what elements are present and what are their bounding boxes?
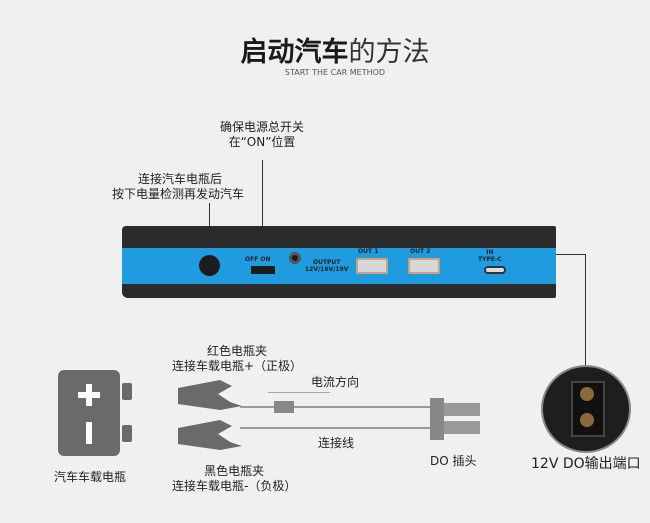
red-clamp-label: 红色电瓶夹连接车载电瓶+（正极） [172,344,303,373]
plug-label: DO 插头 [430,454,477,468]
switch-leader-line [262,160,263,266]
red-clamp-icon [178,380,242,410]
port-leader-line-vertical [585,254,586,369]
dc-output-port [289,252,301,264]
black-clamp-label: 黑色电瓶夹连接车载电瓶-（负极） [172,464,297,493]
battery-terminal-positive [122,383,132,400]
page-subtitle: START THE CAR METHOD [284,68,386,77]
power-check-button[interactable] [199,255,220,276]
switch-annotation: 确保电源总开关在“ON”位置 [220,120,305,149]
device-blue-band [122,248,556,284]
out1-label: OUT 1 [358,248,379,255]
battery-terminal-negative [122,425,132,442]
switch-label: OFF ON [245,256,271,263]
typec-port [484,266,506,274]
do-plug-pin-1 [444,403,480,416]
port-label: 12V DO输出端口 [531,456,641,472]
inline-fuse [274,401,294,413]
cable-label: 连接线 [318,436,355,450]
do-output-port-closeup [541,365,631,453]
current-direction-arrow [268,392,330,393]
do-plug-icon [430,398,444,440]
clamps-svg [178,380,242,450]
car-battery-icon [58,370,120,456]
button-annotation: 连接汽车电瓶后按下电量检测再发动汽车 [112,172,245,201]
positive-cable [240,406,435,408]
battery-label: 汽车车载电瓶 [54,470,127,484]
out2-label: OUT 2 [410,248,431,255]
do-plug-pin-2 [444,421,480,434]
negative-cable [240,427,435,429]
usb-port-out1 [356,258,388,274]
current-direction-label: 电流方向 [311,375,360,389]
usb-port-out2 [408,258,440,274]
page-title: 启动汽车的方法 [240,37,430,68]
black-clamp-icon [178,420,242,450]
port-leader-line [556,254,586,255]
power-switch[interactable] [251,266,275,274]
